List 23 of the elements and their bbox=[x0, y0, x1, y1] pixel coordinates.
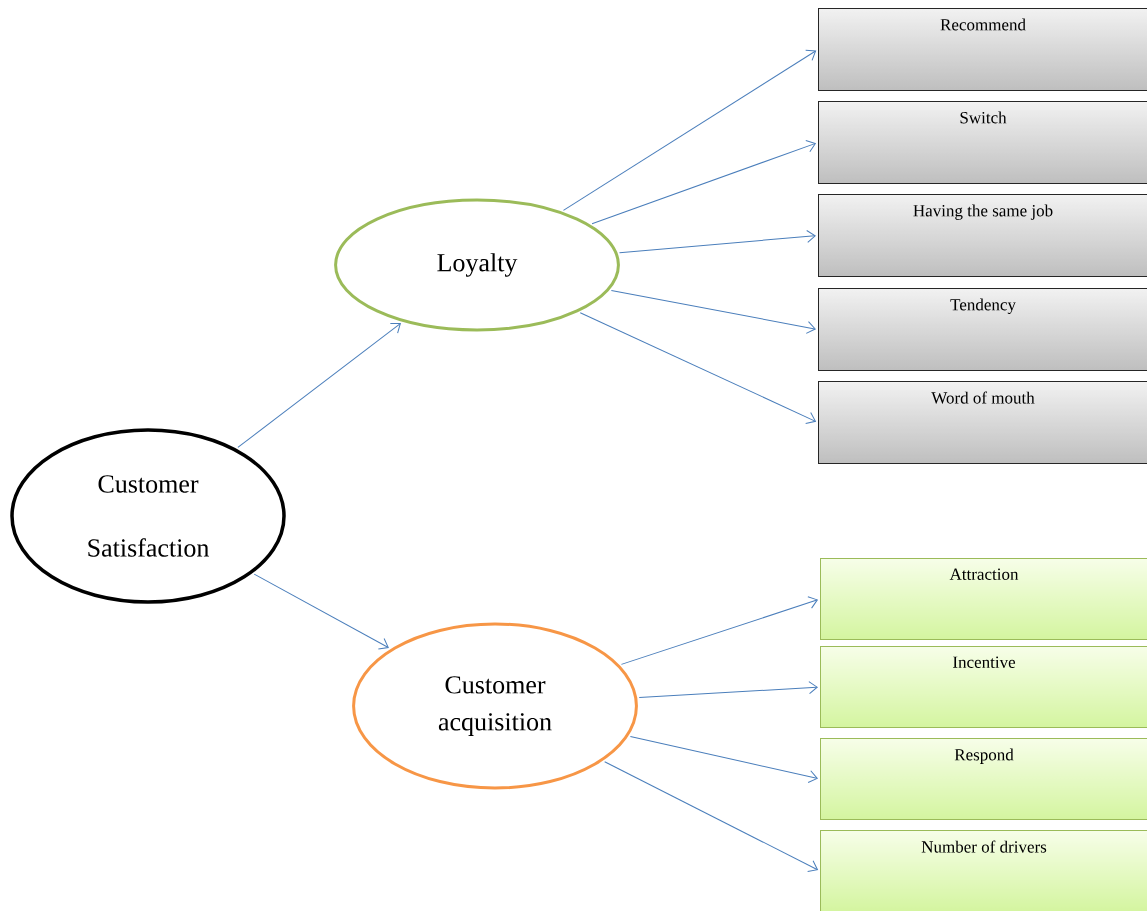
arrow bbox=[253, 573, 389, 650]
item-box: Tendency bbox=[818, 288, 1147, 371]
ellipse-node: Customer Satisfaction bbox=[10, 428, 286, 604]
arrow bbox=[610, 289, 816, 334]
item-box: Incentive bbox=[820, 646, 1147, 728]
arrow bbox=[579, 312, 816, 424]
item-box: Word of mouth bbox=[818, 381, 1147, 464]
ellipse-node: Customer acquisition bbox=[352, 622, 638, 790]
arrow bbox=[629, 735, 818, 783]
ellipse-node: Loyalty bbox=[334, 198, 620, 332]
arrow bbox=[620, 596, 818, 665]
item-box: Switch bbox=[818, 101, 1147, 184]
item-box: Recommend bbox=[818, 8, 1147, 91]
item-box: Number of drivers bbox=[820, 830, 1147, 911]
item-box: Attraction bbox=[820, 558, 1147, 640]
arrow bbox=[562, 49, 817, 211]
arrow bbox=[237, 323, 401, 448]
arrow bbox=[619, 229, 816, 254]
arrow bbox=[638, 681, 818, 699]
item-box: Respond bbox=[820, 738, 1147, 820]
arrow bbox=[591, 140, 816, 225]
item-box: Having the same job bbox=[818, 194, 1147, 277]
arrow bbox=[604, 761, 818, 872]
